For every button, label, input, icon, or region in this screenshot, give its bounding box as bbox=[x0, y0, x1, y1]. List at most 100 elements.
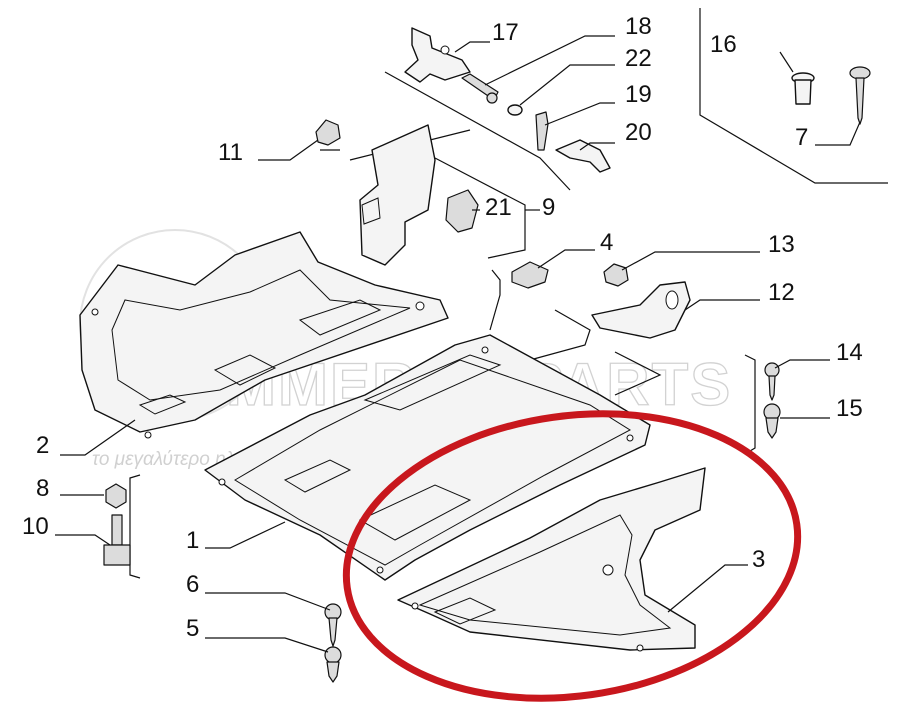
callout-2: 2 bbox=[36, 432, 49, 459]
part-3-shape bbox=[397, 467, 706, 651]
callout-11: 11 bbox=[218, 139, 243, 166]
part-6-shank bbox=[328, 617, 338, 647]
part-17-bracket bbox=[404, 27, 471, 83]
leader-lines bbox=[55, 35, 861, 653]
part-1-inner bbox=[234, 359, 632, 566]
part-3-recess bbox=[433, 597, 497, 625]
part-1-hole-4 bbox=[481, 346, 489, 354]
callout-21: 21 bbox=[485, 194, 512, 221]
leader-6 bbox=[205, 592, 331, 611]
part-1-rib-2 bbox=[358, 484, 472, 541]
callout-labels: 17 18 22 19 20 16 7 11 21 9 4 13 12 14 1… bbox=[22, 13, 863, 642]
callout-15: 15 bbox=[836, 395, 863, 422]
part-8-nut bbox=[105, 483, 127, 509]
part-14-head bbox=[764, 362, 780, 378]
part-3-hole-3 bbox=[411, 602, 419, 610]
part-5-shank bbox=[326, 661, 340, 683]
part-3-side-shield bbox=[397, 467, 706, 652]
part-4-clip bbox=[511, 261, 549, 289]
part-13-shape bbox=[603, 263, 629, 287]
part-8-shape bbox=[105, 483, 127, 509]
callout-14: 14 bbox=[836, 339, 863, 366]
part-18-pin bbox=[461, 73, 499, 104]
callout-16: 16 bbox=[710, 31, 737, 58]
frame-top-right bbox=[699, 8, 888, 184]
callout-20: 20 bbox=[625, 119, 652, 146]
part-12-shape bbox=[591, 281, 691, 339]
part-18-head bbox=[486, 92, 498, 104]
callout-22: 22 bbox=[625, 45, 652, 72]
part-9-heat-shield bbox=[359, 124, 436, 266]
leader-18 bbox=[484, 35, 615, 86]
part-19-bolt bbox=[535, 111, 549, 151]
leader-11 bbox=[258, 139, 319, 161]
part-21-clip bbox=[445, 189, 479, 233]
callout-4: 4 bbox=[600, 229, 613, 256]
leader-1 bbox=[205, 521, 286, 549]
callout-3: 3 bbox=[752, 546, 765, 573]
leader-22 bbox=[519, 64, 615, 106]
leader-2 bbox=[60, 419, 136, 456]
frame-9-bracket bbox=[434, 157, 526, 259]
part-19-shape bbox=[535, 111, 549, 151]
part-10-head bbox=[103, 544, 131, 566]
callout-12: 12 bbox=[768, 279, 795, 306]
part-11-nut-clip bbox=[315, 119, 341, 146]
part-2-hole-2 bbox=[415, 301, 425, 311]
part-10-shank bbox=[111, 514, 123, 546]
leader-19 bbox=[544, 102, 615, 126]
callout-7: 7 bbox=[795, 124, 808, 151]
part-2-inner bbox=[111, 269, 411, 401]
part-2-hole-3 bbox=[91, 308, 99, 316]
part-3-inner bbox=[418, 514, 672, 636]
part-2-rib-2 bbox=[213, 354, 277, 386]
callout-19: 19 bbox=[625, 81, 652, 108]
leader-14 bbox=[774, 359, 830, 369]
part-15-clip bbox=[763, 403, 781, 439]
part-11-shape bbox=[315, 119, 341, 146]
leader-10 bbox=[55, 534, 111, 546]
part-1-rib-3 bbox=[283, 459, 352, 493]
leader-5 bbox=[205, 637, 329, 653]
part-4-shape bbox=[511, 261, 549, 289]
part-21-shape bbox=[445, 189, 479, 233]
part-5-head bbox=[324, 646, 342, 664]
callout-13: 13 bbox=[768, 231, 795, 258]
callout-18: 18 bbox=[625, 13, 652, 40]
leader-13 bbox=[621, 251, 760, 271]
part-1-hole-2 bbox=[376, 566, 384, 574]
part-6-screw bbox=[324, 603, 342, 647]
highlight-ellipse bbox=[342, 410, 802, 702]
part-9-recess bbox=[361, 197, 381, 225]
callout-6: 6 bbox=[186, 571, 199, 598]
part-22-washer bbox=[507, 104, 523, 116]
leader-16 bbox=[779, 51, 794, 73]
part-15-shank bbox=[765, 417, 779, 439]
part-7-shank bbox=[855, 77, 865, 125]
part-20-shape bbox=[555, 139, 611, 173]
leader-7 bbox=[815, 121, 861, 146]
part-2-hole-1 bbox=[144, 431, 152, 439]
leader-17 bbox=[454, 41, 490, 53]
frame-upper-bracket bbox=[384, 71, 571, 191]
part-1-rib-1 bbox=[363, 354, 502, 411]
part-5-clip bbox=[324, 646, 342, 683]
leader-3 bbox=[667, 564, 748, 613]
frame-left-bolts bbox=[129, 474, 141, 579]
frame-right-clips bbox=[744, 354, 756, 455]
callout-10: 10 bbox=[22, 513, 49, 540]
frame-mid bbox=[489, 269, 501, 331]
part-10-bolt bbox=[103, 514, 131, 566]
part-3-hole-2 bbox=[636, 644, 644, 652]
part-13-nut bbox=[603, 263, 629, 287]
part-9-shape bbox=[359, 124, 436, 266]
part-2-front-undertray bbox=[79, 231, 449, 439]
callout-8: 8 bbox=[36, 475, 49, 502]
part-16-body bbox=[794, 79, 812, 105]
part-7-head bbox=[849, 66, 871, 80]
leader-20 bbox=[579, 142, 615, 151]
part-3-hole-1 bbox=[602, 564, 614, 576]
frame-mid-right bbox=[614, 351, 662, 396]
callout-9: 9 bbox=[542, 194, 555, 221]
